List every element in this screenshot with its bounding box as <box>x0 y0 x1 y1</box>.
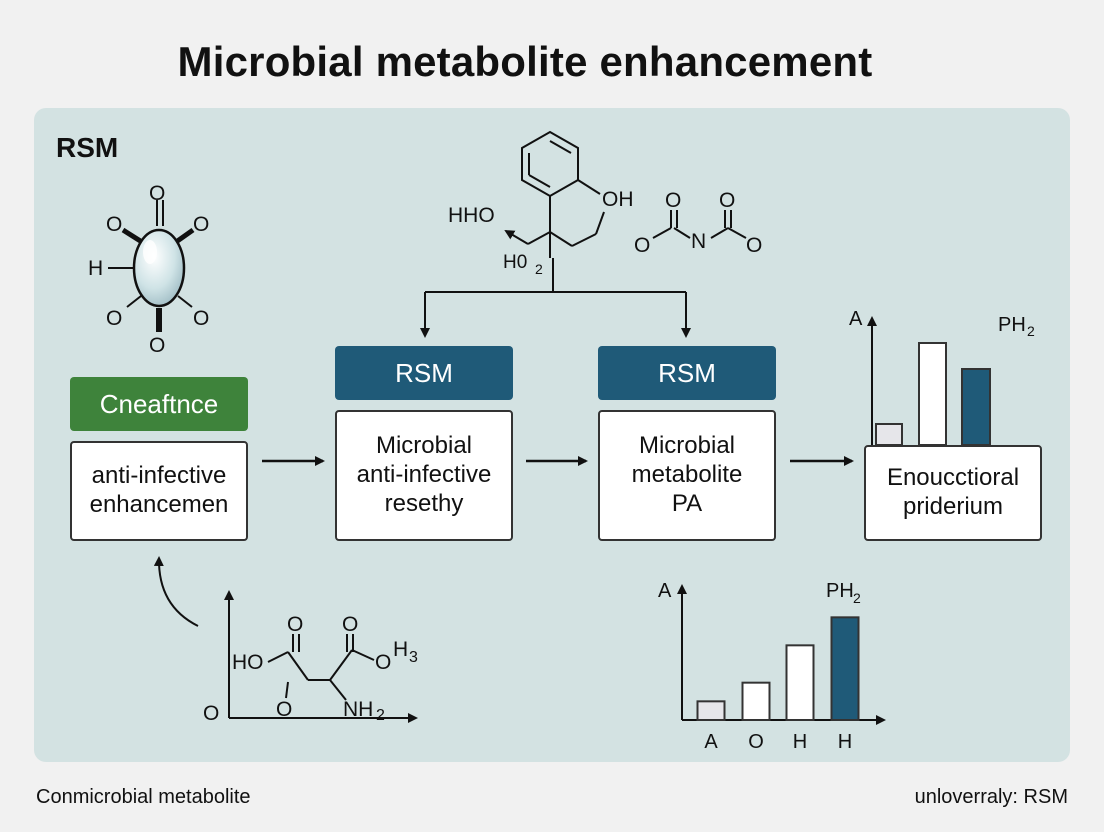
bottom-chart-annotation: PH <box>826 580 854 602</box>
top-chart-corner-label: PH <box>998 314 1026 336</box>
left-atom-4: O <box>106 307 122 330</box>
imide-o-4: O <box>746 234 762 257</box>
bar-label-0: A <box>704 731 718 753</box>
amino-o-3: O <box>375 651 391 674</box>
green-tag: Cneaftnce <box>70 377 248 431</box>
bottom-chart-ylabel: A <box>658 580 672 602</box>
blue-tag-1: RSM <box>335 346 513 400</box>
amino-h-sub: 3 <box>409 649 418 666</box>
bar-label-1: O <box>748 731 764 753</box>
footer-right: unloverraly: RSM <box>914 786 1068 808</box>
box-microbial-metabolite: Microbial metabolite PA <box>598 410 776 541</box>
bottom-axes <box>224 590 418 723</box>
bar-3 <box>830 616 860 721</box>
left-atom-6: O <box>149 334 165 357</box>
top-label-hho: HHO <box>448 204 495 227</box>
top-chart <box>867 316 991 446</box>
left-atom-1: O <box>106 213 122 236</box>
box-microbial-resethy: Microbial anti-infective resethy <box>335 410 513 541</box>
bar-2 <box>785 644 815 721</box>
imide-n: N <box>691 230 706 253</box>
amino-nh: NH <box>343 698 373 721</box>
left-atom-3: H <box>88 257 103 280</box>
amino-h: H <box>393 638 408 661</box>
top-label-oh: OH <box>602 188 634 211</box>
blue-tag-2: RSM <box>598 346 776 400</box>
box-priderium: Enoucctioral priderium <box>864 445 1042 541</box>
imide-molecule <box>652 210 747 239</box>
left-atom-0: O <box>149 182 165 205</box>
left-molecule: O O O H O O O <box>88 182 209 357</box>
top-molecule <box>504 130 605 258</box>
bar-label-3: H <box>838 731 852 753</box>
amino-o-4: O <box>276 698 292 721</box>
bar-0 <box>696 700 726 721</box>
curved-arrow <box>153 556 199 627</box>
left-atom-2: O <box>193 213 209 236</box>
amino-acid-bonds <box>267 634 375 701</box>
footer-left: Conmicrobial metabolite <box>36 786 251 808</box>
page-title: Microbial metabolite enhancement <box>177 38 873 85</box>
amino-o-2: O <box>342 613 358 636</box>
bottom-chart-annotation-sub: 2 <box>853 590 861 606</box>
bar-1 <box>741 681 771 722</box>
top-label-sub: 2 <box>535 261 543 277</box>
amino-o-1: O <box>287 613 303 636</box>
bottom-chart: A PH 2 A O H H <box>658 580 886 753</box>
imide-o-2: O <box>719 189 735 212</box>
box-anti-infective: anti-infective enhancemen <box>70 441 248 541</box>
imide-o-1: O <box>665 189 681 212</box>
left-atom-5: O <box>193 307 209 330</box>
amino-ho: HO <box>232 651 264 674</box>
panel-label: RSM <box>56 132 119 163</box>
top-chart-axis-label: A <box>849 308 863 330</box>
branch-connector <box>420 258 691 338</box>
top-chart-corner-sub: 2 <box>1027 323 1035 339</box>
top-label-h0: H0 <box>503 252 527 273</box>
axis-origin-label: O <box>203 702 219 725</box>
amino-nh-sub: 2 <box>376 707 385 724</box>
bar-label-2: H <box>793 731 807 753</box>
imide-o-3: O <box>634 234 650 257</box>
